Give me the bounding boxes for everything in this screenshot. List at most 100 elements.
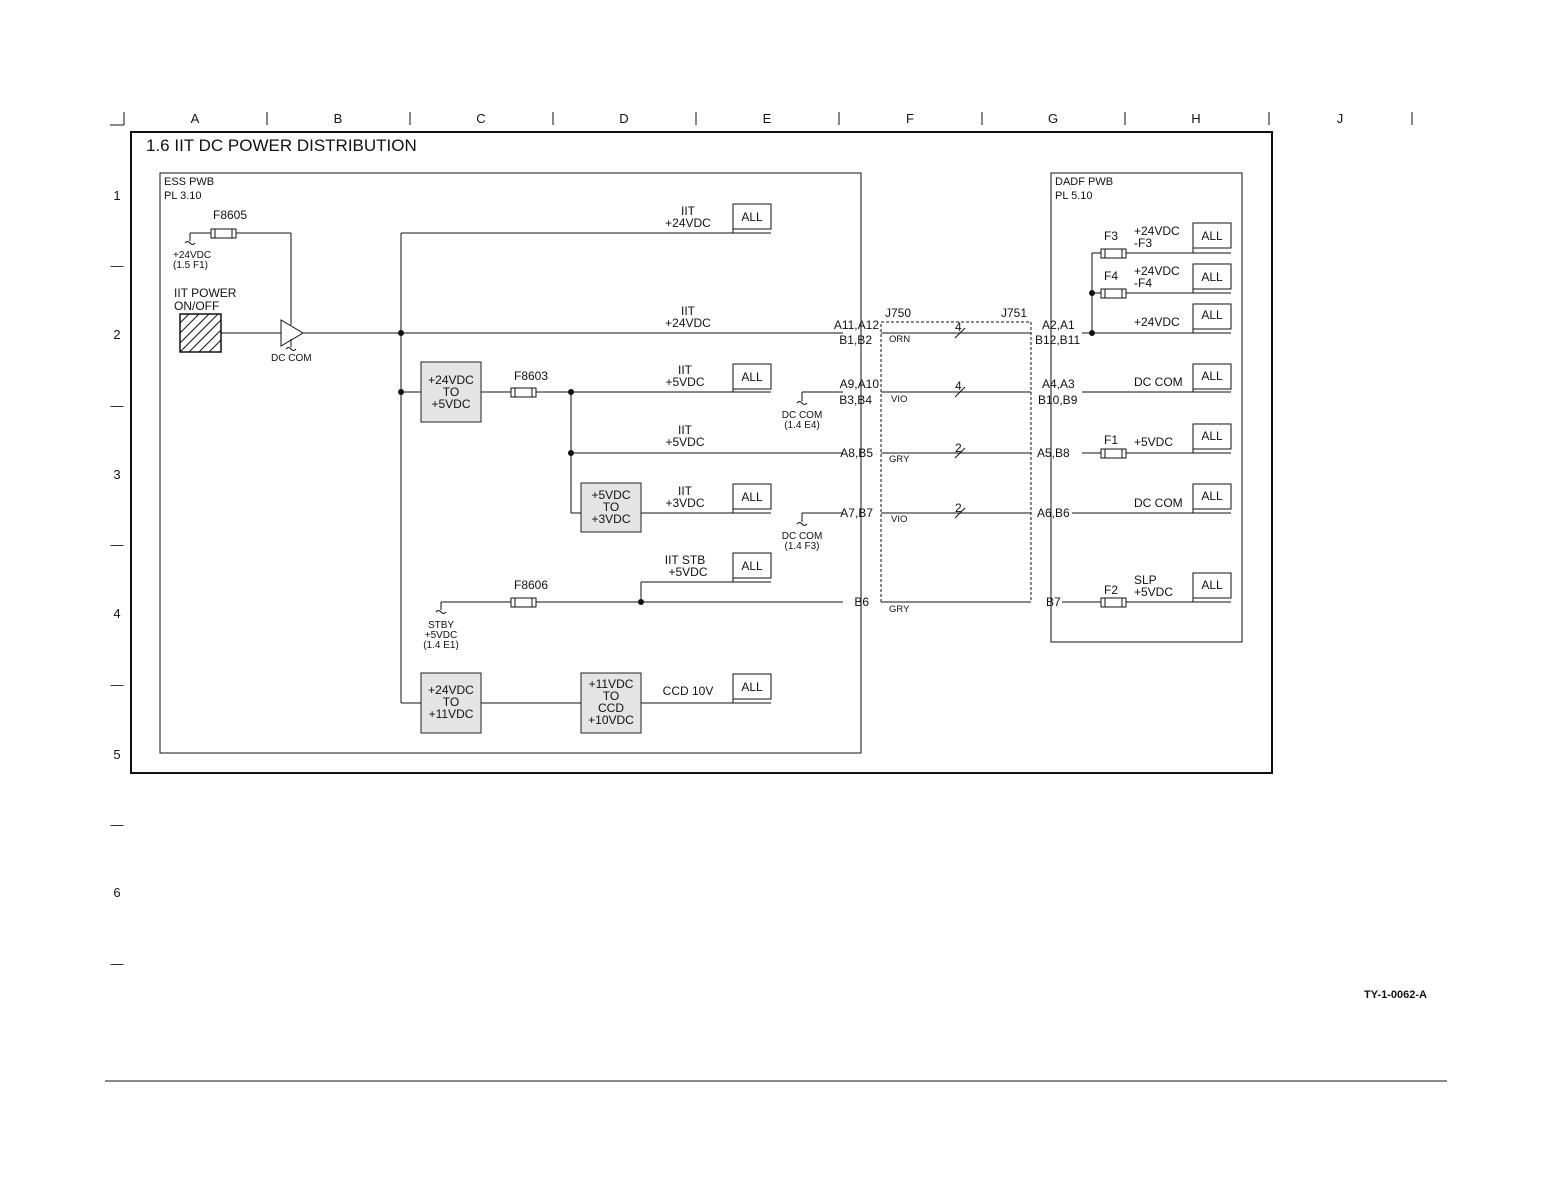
- dc-com-f3-ref: (1.4 F3): [784, 541, 819, 552]
- grid-row-5: 5: [113, 747, 120, 762]
- converter-4-line-3: CCD: [598, 701, 624, 715]
- slp-label-1: SLP: [1134, 573, 1157, 587]
- signal-3-line-1: IIT: [678, 363, 693, 377]
- converter-11-to-ccd: +11VDC TO CCD +10VDC: [580, 672, 771, 734]
- signal-3-line-2: +5VDC: [665, 375, 704, 389]
- all-tag: ALL: [1201, 229, 1223, 243]
- grid-row-1: 1: [113, 188, 120, 203]
- ground-tilde-icon: [796, 522, 808, 526]
- j750-pin-6: A7,B7: [840, 506, 873, 520]
- grid-col-c: C: [476, 111, 485, 126]
- f1-output-label: +5VDC: [1134, 435, 1173, 449]
- j750-pin-7: B6: [854, 595, 869, 609]
- grid-row-4: 4: [113, 606, 120, 621]
- all-tag: ALL: [1201, 270, 1223, 284]
- fuse-f8605-label: F8605: [213, 208, 247, 222]
- signal-7-label: CCD 10V: [663, 684, 714, 698]
- wire-color-1: ORN: [889, 334, 910, 345]
- converter-2-line-3: +3VDC: [591, 512, 630, 526]
- signal-2-line-1: IIT: [681, 304, 696, 318]
- j750-pin-3: A9,A10: [840, 377, 880, 391]
- ess-pwb-pl: PL 3.10: [164, 190, 202, 202]
- f4-output-1: +24VDC: [1134, 264, 1180, 278]
- converter-1-line-2: TO: [443, 385, 459, 399]
- signal-6-line-1: IIT STB: [665, 553, 705, 567]
- converter-1-line-3: +5VDC: [431, 397, 470, 411]
- signal-1-line-2: +24VDC: [665, 216, 711, 230]
- stby-label-3: (1.4 E1): [423, 640, 459, 651]
- input-24vdc-ref: (1.5 F1): [173, 260, 208, 271]
- j750-pin-4: B3,B4: [839, 393, 872, 407]
- wire-color-2: VIO: [891, 394, 907, 405]
- j751-label: J751: [1001, 306, 1027, 320]
- converter-4-line-2: TO: [603, 689, 619, 703]
- ground-tilde-icon: [796, 401, 808, 405]
- wire-count-2: 4: [955, 379, 962, 393]
- all-tag: ALL: [1201, 369, 1223, 383]
- converter-3-line-1: +24VDC: [428, 683, 474, 697]
- ess-pwb-block: [159, 172, 862, 754]
- grid-col-h: H: [1191, 111, 1200, 126]
- f3-output-1: +24VDC: [1134, 224, 1180, 238]
- grid-col-b: B: [334, 111, 343, 126]
- main-bus: [398, 232, 843, 704]
- all-tag: ALL: [1201, 489, 1223, 503]
- input-section: F8605 +24VDC (1.5 F1) IIT POWER ON/OFF D…: [173, 208, 401, 364]
- j750-pin-5: A8,B5: [840, 446, 873, 460]
- connector-j750-j751: J750 J751 A11,A12 B1,B2 A9,A10 B3,B4 A8,…: [834, 306, 1081, 615]
- fuse-f3-label: F3: [1104, 229, 1118, 243]
- signal-5-line-1: IIT: [678, 484, 693, 498]
- all-tag: ALL: [741, 210, 763, 224]
- converter-24-to-5: +24VDC TO +5VDC F8603: [420, 361, 843, 514]
- j750-pin-1: A11,A12: [834, 318, 879, 332]
- grid-row-6: 6: [113, 885, 120, 900]
- dadf-pwb-block: [1050, 172, 1243, 643]
- f4-output-2: -F4: [1134, 276, 1152, 290]
- signal-1-line-1: IIT: [681, 204, 696, 218]
- input-24vdc-label: +24VDC: [173, 250, 211, 261]
- all-tag: ALL: [741, 370, 763, 384]
- ground-tilde-icon: [285, 347, 297, 351]
- power-switch-label-2: ON/OFF: [174, 299, 219, 313]
- signal-5-line-2: +3VDC: [665, 496, 704, 510]
- standby-section: STBY +5VDC (1.4 E1) F8606: [423, 578, 843, 651]
- wire-count-4: 2: [955, 501, 962, 515]
- j751-pin-1: A2,A1: [1042, 318, 1075, 332]
- j751-pin-3: A4,A3: [1042, 377, 1075, 391]
- converter-24-to-11: +24VDC TO +11VDC: [420, 672, 581, 734]
- j751-pin-7: B7: [1046, 595, 1061, 609]
- all-tag: ALL: [741, 559, 763, 573]
- all-tag: ALL: [741, 680, 763, 694]
- relay-triangle-icon: [280, 319, 304, 347]
- diagram-frame: [130, 131, 1273, 774]
- all-tag: ALL: [1201, 578, 1223, 592]
- power-switch-label-1: IIT POWER: [174, 286, 237, 300]
- wire-count-1: 4: [955, 320, 962, 334]
- grid-row-2b: —: [111, 398, 124, 413]
- grid-reference: A B C D E F G H J 1 — 2 — 3 — 4 — 5 — 6 …: [110, 111, 1413, 971]
- converter-2-line-1: +5VDC: [591, 488, 630, 502]
- dc-com-e4-label: DC COM: [782, 410, 823, 421]
- fuse-f2-label: F2: [1104, 583, 1118, 597]
- dadf-circuits: F3 +24VDC -F3 F4 +24VDC -F4 +24VDC DC CO…: [1062, 224, 1231, 608]
- converter-3-line-3: +11VDC: [429, 707, 474, 721]
- right-all-tags: ALL ALL ALL ALL ALL ALL ALL: [1192, 222, 1232, 602]
- all-tag: ALL: [1201, 429, 1223, 443]
- j750-label: J750: [885, 306, 911, 320]
- grid-row-5b: —: [111, 817, 124, 832]
- left-all-tags: ALL ALL ALL ALL ALL: [732, 203, 772, 703]
- wire-color-3: GRY: [889, 454, 910, 465]
- dadf-24vdc-label: +24VDC: [1134, 315, 1180, 329]
- converter-4-line-1: +11VDC: [589, 677, 634, 691]
- grid-row-4b: —: [111, 677, 124, 692]
- dc-com-f3-label: DC COM: [782, 531, 823, 542]
- grid-row-1b: —: [111, 258, 124, 273]
- dadf-dccom-2-label: DC COM: [1134, 496, 1183, 510]
- grid-col-j: J: [1337, 111, 1344, 126]
- j751-pin-4: B10,B9: [1038, 393, 1078, 407]
- ground-tilde-icon: [184, 241, 196, 245]
- signal-4-line-2: +5VDC: [665, 435, 704, 449]
- grid-col-g: G: [1048, 111, 1058, 126]
- grid-col-d: D: [619, 111, 628, 126]
